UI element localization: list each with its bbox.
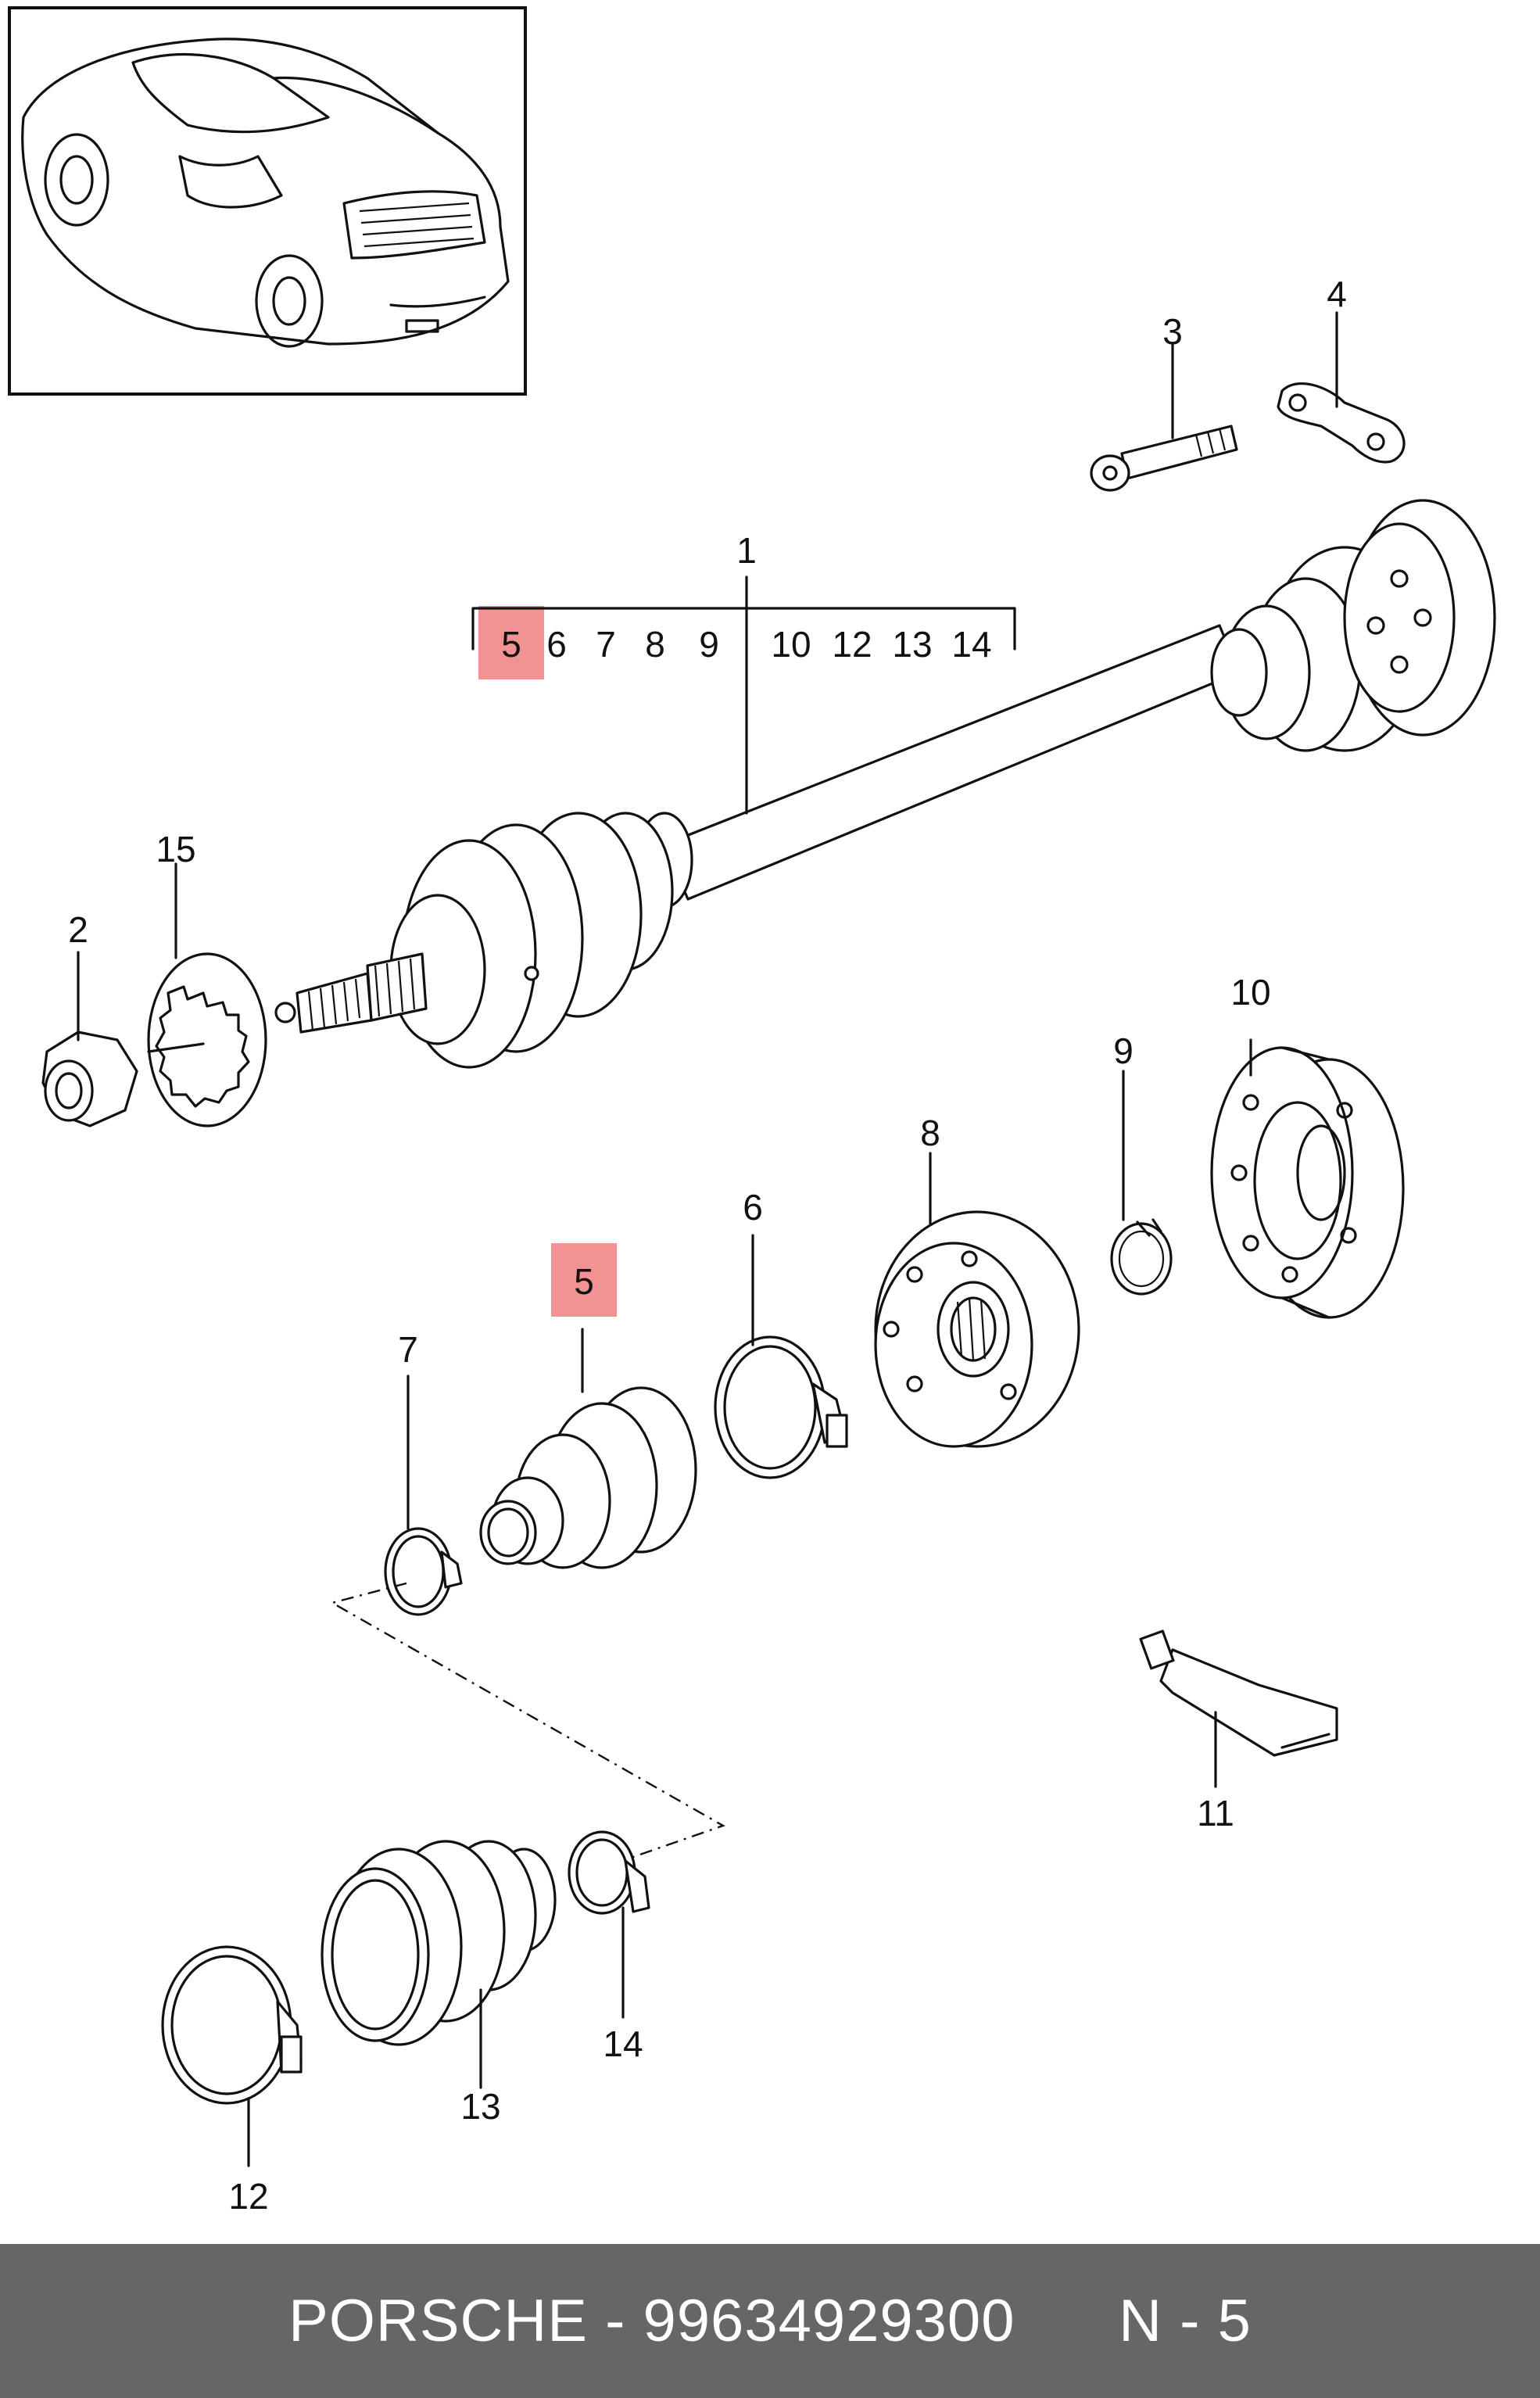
grease-tube-part-11: 11 (1139, 1629, 1338, 1833)
small-clamp-part-7: 7 (384, 1329, 463, 1616)
inner-cv-joint-part-8: 8 (874, 1113, 1080, 1448)
callout-2: 2 (68, 909, 88, 950)
part-number: 99634929300 (643, 2288, 1015, 2354)
boot-part-5: 5 (479, 1243, 697, 1569)
footer-gap (1015, 2287, 1119, 2355)
dashed-reference-line (329, 1582, 725, 1859)
plate-part-4: 4 (1277, 274, 1406, 464)
callout-6-list: 6 (546, 624, 567, 665)
boot-part-13: 13 (321, 1840, 557, 2127)
cv-joint-part-10: 10 (1210, 972, 1405, 1319)
callout-4: 4 (1327, 274, 1347, 314)
callout-1-bracket: 1 5 6 7 8 9 10 12 13 14 (471, 530, 1016, 815)
circlip-part-9: 9 (1110, 1031, 1173, 1296)
brand-label: PORSCHE (288, 2288, 588, 2354)
large-clamp-part-12: 12 (161, 1945, 303, 2217)
callout-5-list: 5 (501, 624, 521, 665)
callout-12-list: 12 (832, 624, 872, 665)
small-clamp-part-14: 14 (568, 1830, 650, 2064)
callout-14: 14 (603, 2023, 643, 2064)
footer-bar: PORSCHE - 99634929300 N - 5 (0, 2244, 1540, 2398)
callout-10-list: 10 (771, 624, 811, 665)
callout-8-list: 8 (645, 624, 665, 665)
callout-13: 13 (460, 2086, 500, 2127)
callout-9-list: 9 (699, 624, 719, 665)
callout-13-list: 13 (892, 624, 932, 665)
callout-7: 7 (398, 1329, 418, 1370)
callout-3: 3 (1162, 311, 1183, 352)
callout-5: 5 (574, 1261, 594, 1302)
separator: - (587, 2288, 643, 2354)
hose-clamp-part-6: 6 (714, 1187, 848, 1479)
drive-shaft-assembly (274, 499, 1496, 1069)
callout-1: 1 (736, 530, 757, 571)
highlight-5 (551, 1243, 617, 1317)
callout-15: 15 (156, 829, 195, 869)
callout-8: 8 (920, 1113, 940, 1153)
position-label: N - 5 (1119, 2288, 1252, 2354)
callout-10: 10 (1230, 972, 1270, 1013)
highlight-5-top (478, 606, 544, 679)
nut-part-2: 2 (41, 909, 138, 1127)
lock-washer-part-15: 15 (147, 829, 267, 1127)
callout-11: 11 (1197, 1793, 1234, 1833)
callout-6: 6 (743, 1187, 763, 1228)
parts-diagram: 1 5 6 7 8 9 10 12 13 14 3 4 2 (8, 6, 1496, 2217)
callout-7-list: 7 (596, 624, 616, 665)
bolt-part-3: 3 (1090, 311, 1238, 492)
callout-9: 9 (1113, 1031, 1134, 1071)
callout-14-list: 14 (951, 624, 991, 665)
callout-12: 12 (228, 2176, 268, 2217)
car-thumbnail (8, 6, 527, 396)
